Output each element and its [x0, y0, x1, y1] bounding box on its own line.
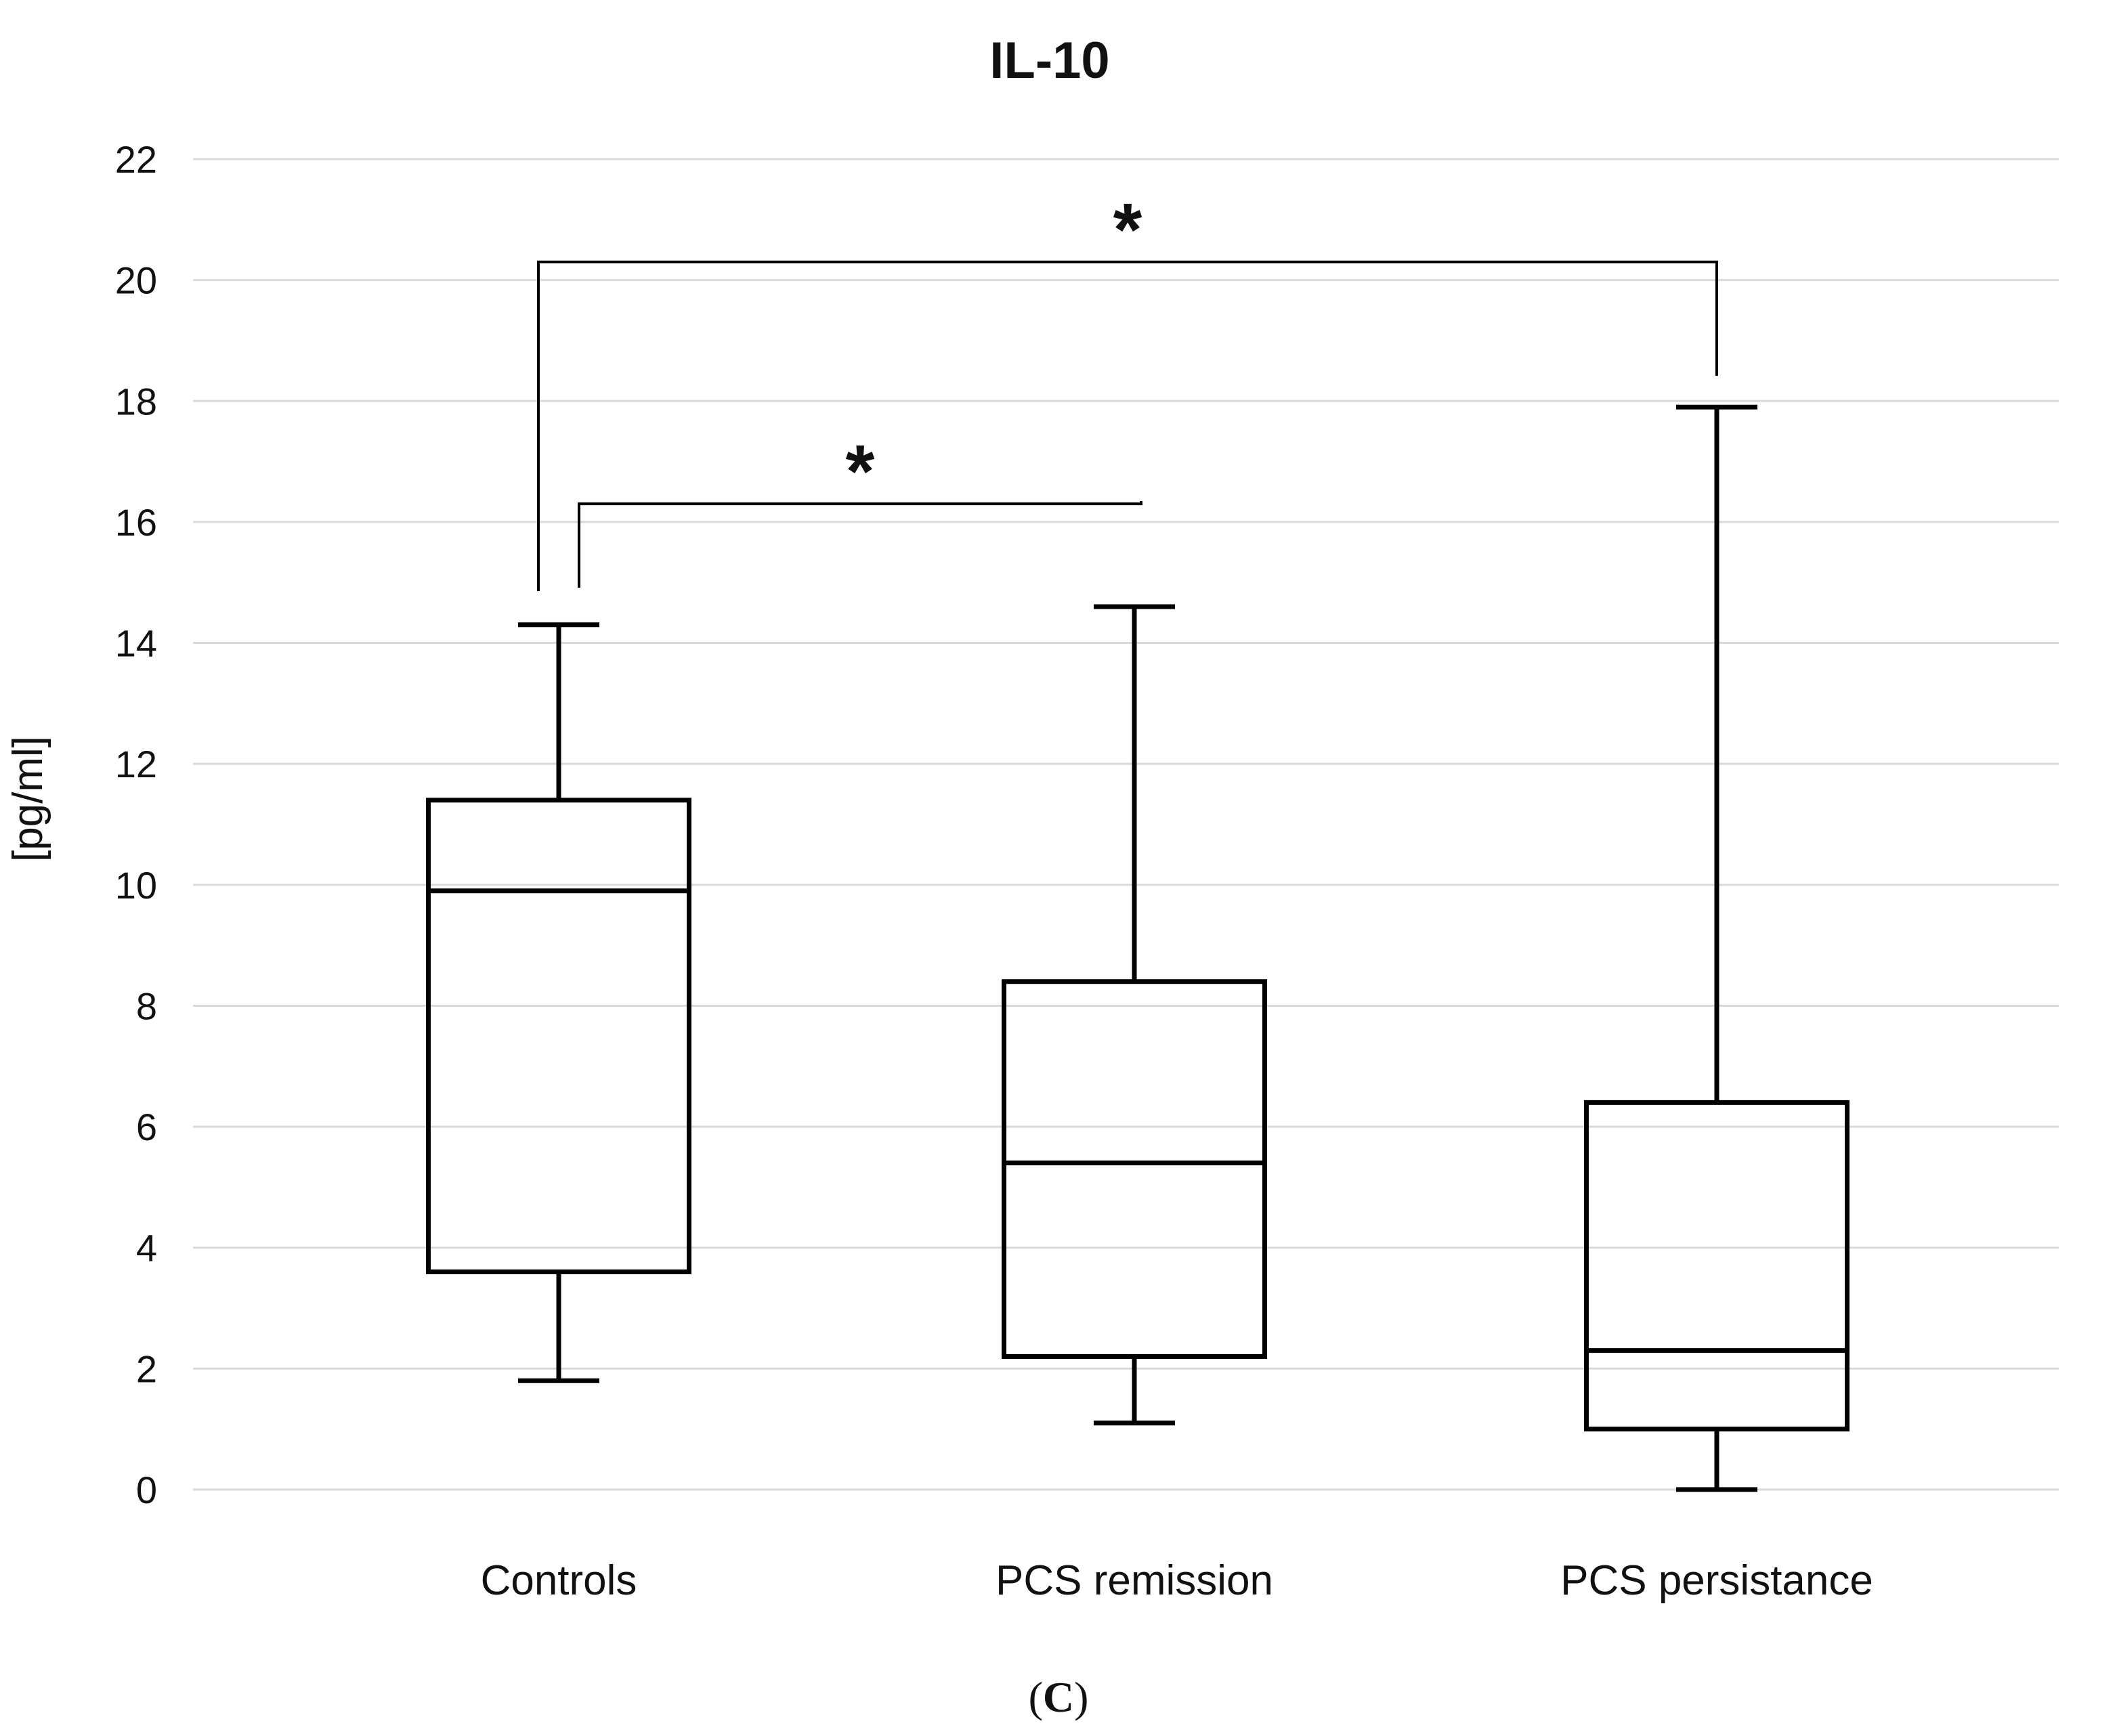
gridlines [193, 158, 2059, 1491]
significance-brackets: ** [537, 188, 1718, 591]
y-tick-label: 2 [136, 1347, 157, 1390]
y-tick-label: 12 [115, 743, 157, 785]
x-category-label: Controls [481, 1557, 637, 1604]
y-tick-label: 8 [136, 984, 157, 1027]
panel-label-letter: C [1042, 1673, 1075, 1721]
y-tick-label: 16 [115, 501, 157, 544]
iqr-box [1584, 1100, 1849, 1432]
significance-bracket: * [578, 430, 1142, 588]
significance-star: * [1113, 188, 1142, 272]
chart-title: IL-10 [989, 32, 1109, 89]
y-axis-ticks: 0 2 4 6 8 10 12 14 16 18 20 22 [115, 138, 157, 1511]
x-category-label: PCS persistance [1560, 1557, 1873, 1604]
bracket-line [537, 260, 1718, 591]
y-tick-label: 10 [115, 864, 157, 907]
x-axis-categories: Controls PCS remission PCS persistance [481, 1557, 1873, 1604]
iqr-box [1002, 979, 1267, 1359]
significance-bracket: * [537, 188, 1718, 591]
panel-label: (C) [0, 1672, 2117, 1722]
panel-label-open: ( [1028, 1673, 1043, 1721]
y-tick-label: 22 [115, 138, 157, 181]
y-tick-label: 18 [115, 380, 157, 422]
box-group [1002, 604, 1267, 1426]
box-group [1584, 404, 1849, 1492]
iqr-box [426, 798, 691, 1274]
y-tick-label: 20 [115, 259, 157, 302]
y-tick-label: 6 [136, 1106, 157, 1148]
y-tick-label: 0 [136, 1469, 157, 1511]
boxes [426, 404, 1849, 1492]
panel-label-close: ) [1074, 1673, 1089, 1721]
bracket-line [578, 501, 1142, 588]
y-axis-label: [pg/ml] [5, 736, 51, 862]
x-category-label: PCS remission [996, 1557, 1273, 1604]
box-group [426, 622, 691, 1383]
y-tick-label: 4 [136, 1227, 157, 1270]
y-tick-label: 14 [115, 622, 157, 665]
significance-star: * [846, 430, 875, 513]
